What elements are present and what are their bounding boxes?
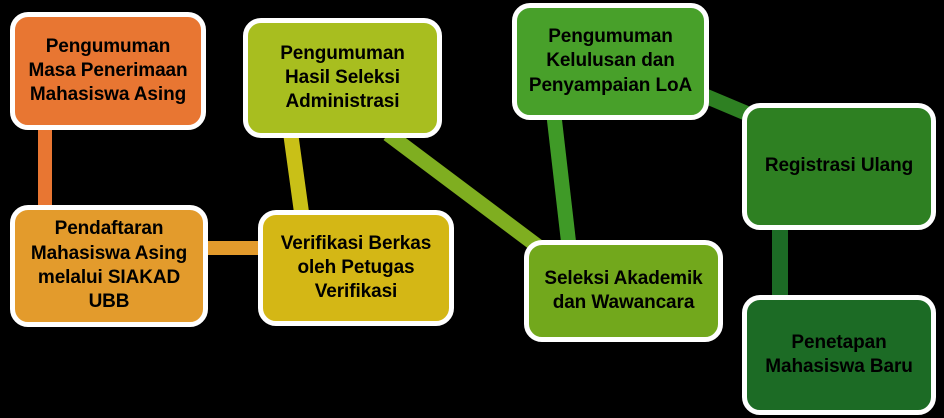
node-penetapan-mahasiswa-baru[interactable]: Penetapan Mahasiswa Baru	[742, 295, 936, 415]
node-label: Pengumuman Masa Penerimaan Mahasiswa Asi…	[28, 35, 188, 106]
node-label: Penetapan Mahasiswa Baru	[765, 331, 913, 377]
node-registrasi-ulang[interactable]: Registrasi Ulang	[742, 103, 936, 230]
node-pengumuman-hasil-seleksi-administrasi[interactable]: Pengumuman Hasil Seleksi Administrasi	[243, 18, 442, 138]
node-pengumuman-kelulusan-loa[interactable]: Pengumuman Kelulusan dan Penyampaian LoA	[512, 3, 709, 120]
node-label: Pengumuman Kelulusan dan Penyampaian LoA	[528, 26, 693, 96]
node-label: Pendaftaran Mahasiswa Asing melalui SIAK…	[30, 218, 188, 313]
node-seleksi-akademik-wawancara[interactable]: Seleksi Akademik dan Wawancara	[524, 240, 723, 342]
node-label: Registrasi Ulang	[764, 155, 914, 177]
node-pengumuman-masa-penerimaan[interactable]: Pengumuman Masa Penerimaan Mahasiswa Asi…	[10, 12, 206, 130]
node-verifikasi-berkas[interactable]: Verifikasi Berkas oleh Petugas Verifikas…	[258, 210, 454, 326]
node-label: Pengumuman Hasil Seleksi Administrasi	[280, 42, 405, 113]
node-label: Verifikasi Berkas oleh Petugas Verifikas…	[280, 232, 432, 303]
edge-hasil-to-verifikasi	[283, 134, 310, 218]
edge-kelulusan-to-seleksi	[546, 115, 577, 247]
node-pendaftaran-mahasiswa-asing[interactable]: Pendaftaran Mahasiswa Asing melalui SIAK…	[10, 205, 208, 327]
node-label: Seleksi Akademik dan Wawancara	[544, 267, 703, 313]
